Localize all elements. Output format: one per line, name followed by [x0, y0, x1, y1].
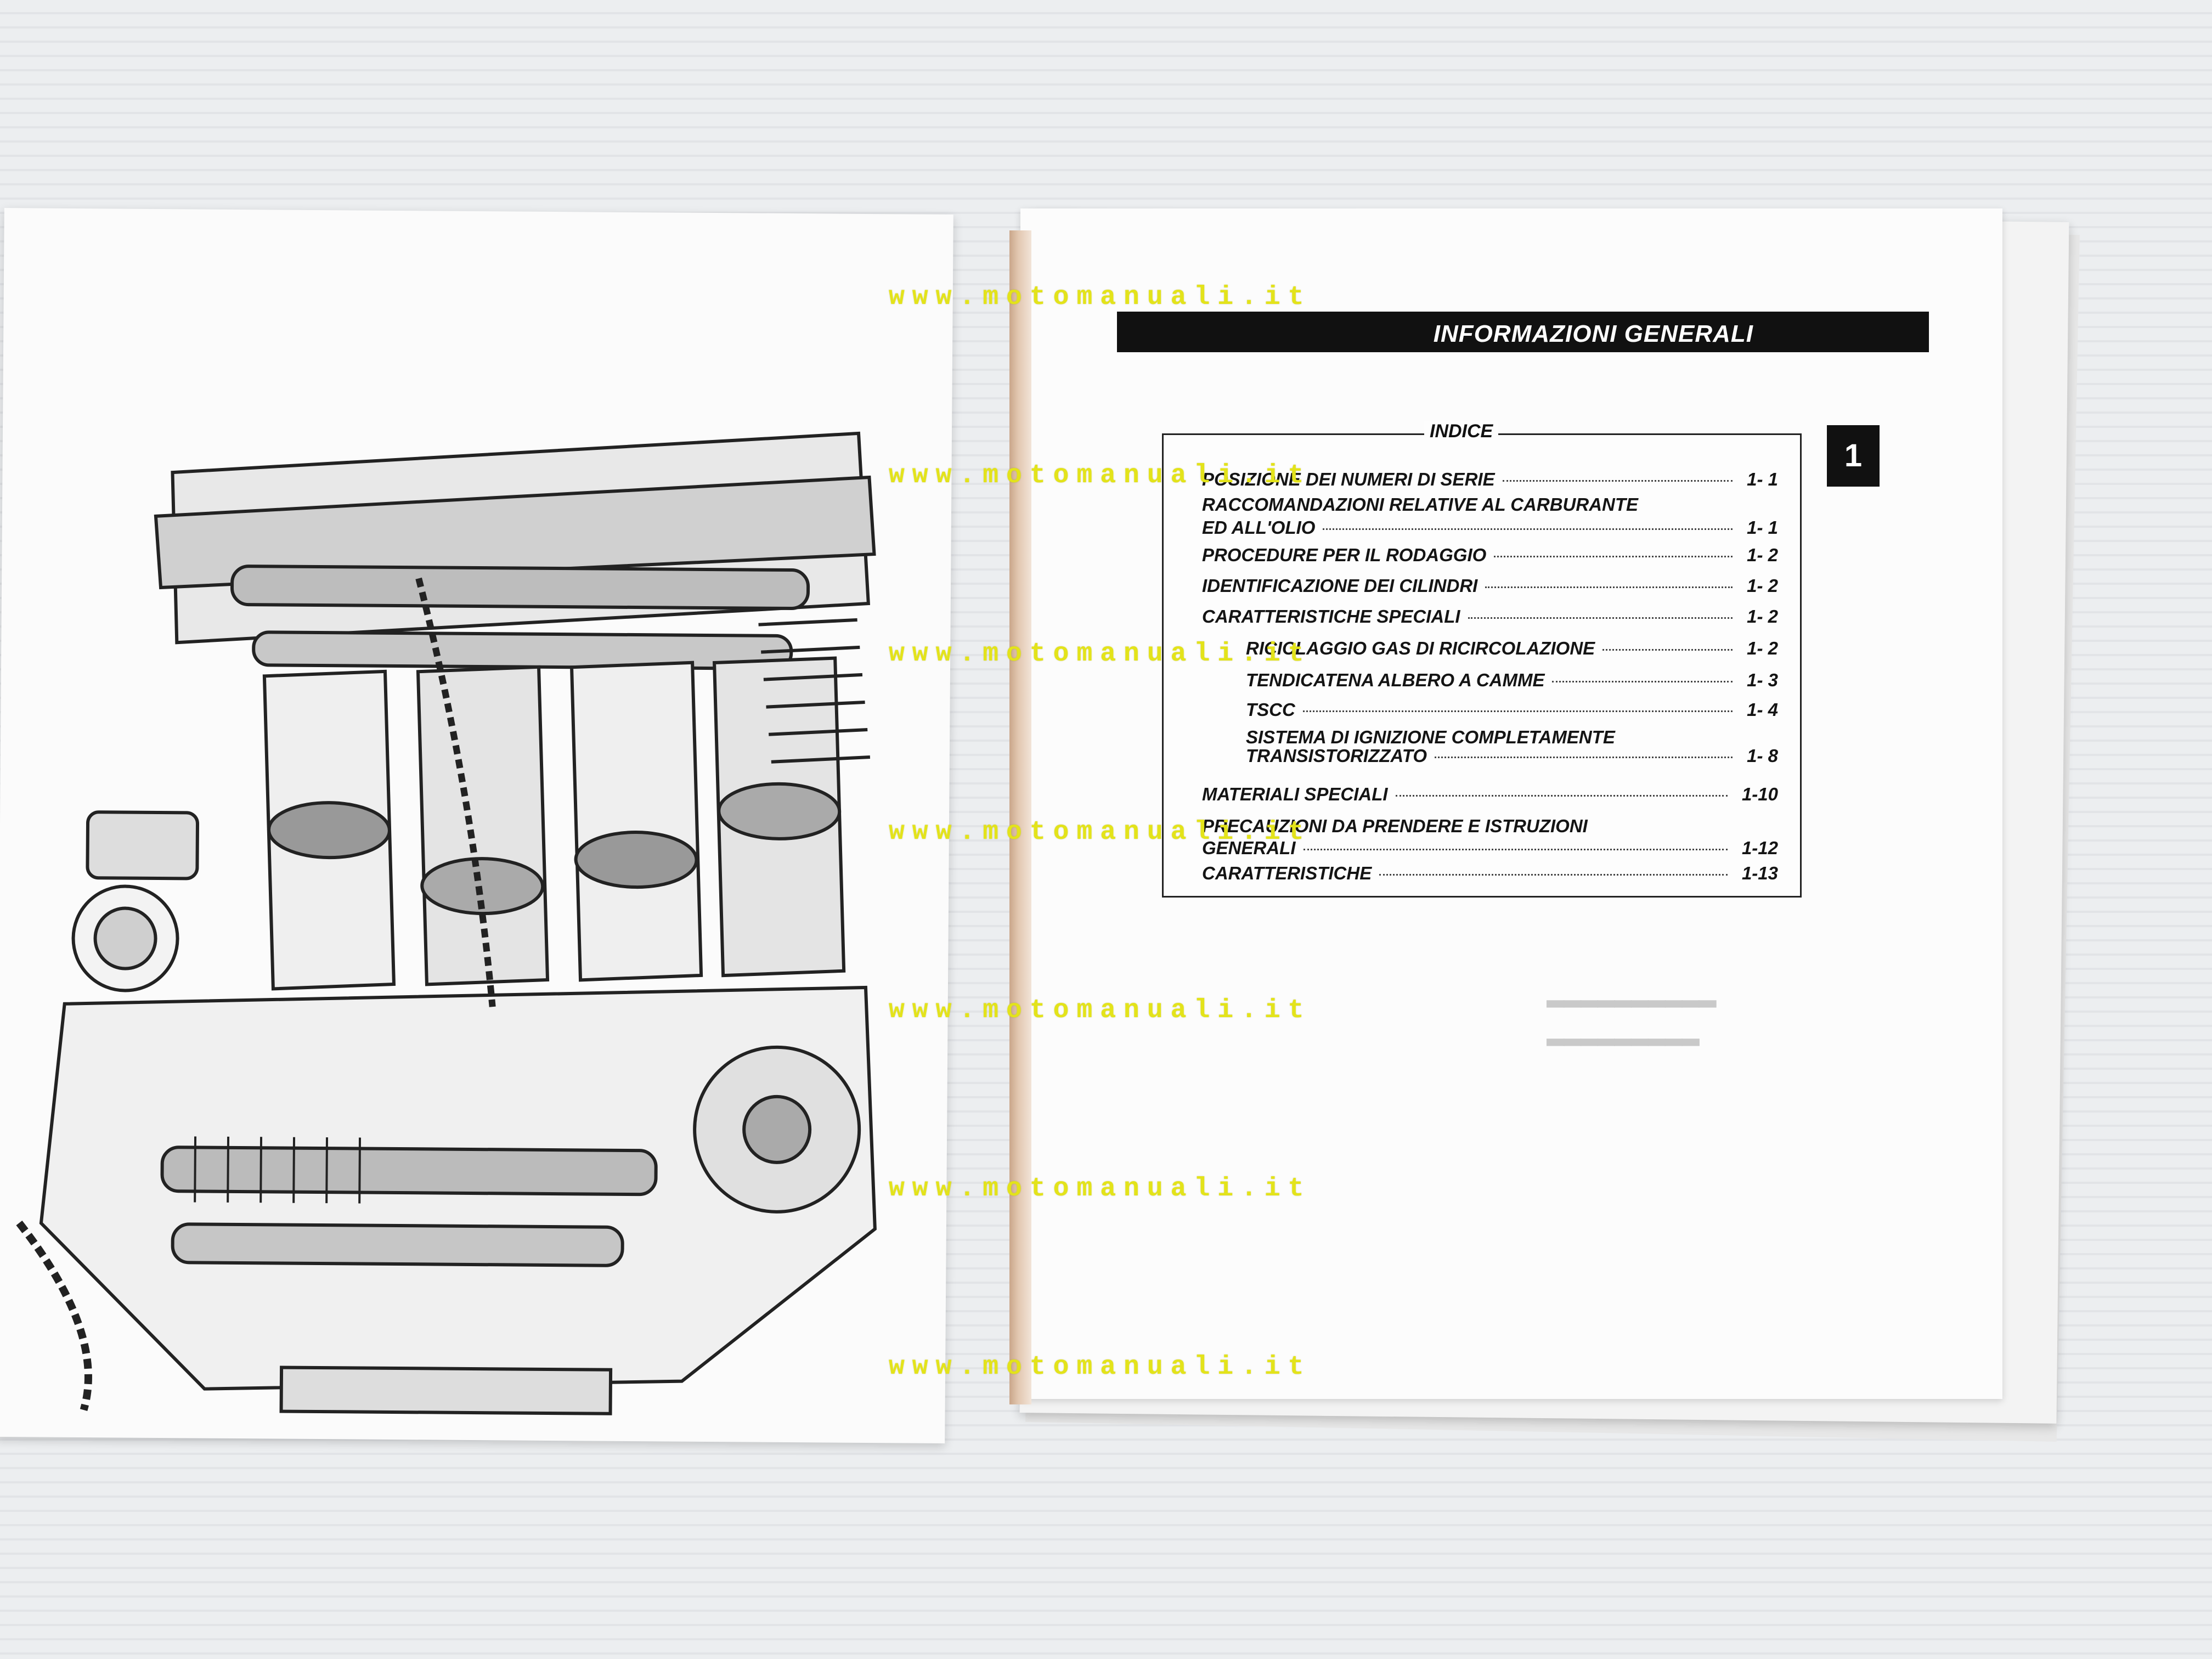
toc-entry-label: POSIZIONE DEI NUMERI DI SERIE [1202, 469, 1495, 489]
watermark: www.motomanuali.it [889, 996, 1312, 1025]
section-header-title: INFORMAZIONI GENERALI [1433, 320, 1753, 347]
toc-leader-dots [1435, 756, 1733, 758]
toc-entry: PRECAUZIONI DA PRENDERE E ISTRUZIONI [1202, 816, 1778, 837]
toc-leader-dots [1602, 648, 1733, 651]
toc-entry: RICICLAGGIO GAS DI RICIRCOLAZIONE 1- 2 [1246, 638, 1778, 659]
toc-entry: ED ALL'OLIO 1- 1 [1202, 517, 1778, 538]
toc-entry-label: PROCEDURE PER IL RODAGGIO [1202, 545, 1487, 565]
toc-entry: CARATTERISTICHE 1-13 [1202, 863, 1778, 884]
toc-entry-label: TRANSISTORIZZATO [1246, 746, 1427, 766]
torn-binding-edge [1009, 230, 1031, 1404]
toc-entry-page: 1- 2 [1747, 638, 1778, 658]
toc-entry-label: TSCC [1246, 699, 1295, 720]
toc-entry-page: 1- 4 [1747, 699, 1778, 720]
toc-entry-label: RACCOMANDAZIONI RELATIVE AL CARBURANTE [1202, 494, 1639, 515]
toc-entry-label: SISTEMA DI IGNIZIONE COMPLETAMENTE [1246, 727, 1615, 747]
watermark: www.motomanuali.it [889, 817, 1312, 847]
toc-title: INDICE [1424, 421, 1499, 442]
toc-leader-dots [1494, 555, 1733, 557]
toc-entry-label: PRECAUZIONI DA PRENDERE E ISTRUZIONI [1202, 816, 1588, 836]
toc-entry-label: CARATTERISTICHE [1202, 863, 1372, 883]
watermark: www.motomanuali.it [889, 1352, 1312, 1382]
toc-leader-dots [1485, 586, 1733, 588]
toc-entry-label: GENERALI [1202, 838, 1296, 858]
toc-entry: TSCC 1- 4 [1246, 699, 1778, 720]
toc-leader-dots [1303, 848, 1728, 850]
toc-entry-page: 1- 2 [1747, 575, 1778, 596]
toc-entry-page: 1- 3 [1747, 670, 1778, 690]
toc-entry: SISTEMA DI IGNIZIONE COMPLETAMENTE [1246, 727, 1778, 748]
toc-entry-page: 1- 1 [1747, 517, 1778, 538]
toc-entry-label: MATERIALI SPECIALI [1202, 784, 1388, 804]
watermark: www.motomanuali.it [889, 461, 1312, 490]
toc-entry: GENERALI 1-12 [1202, 838, 1778, 859]
toc-entry-page: 1-12 [1741, 838, 1778, 858]
watermark: www.motomanuali.it [889, 639, 1312, 669]
toc-leader-dots [1323, 528, 1733, 530]
left-page [0, 207, 953, 1444]
toc-entry-label: TENDICATENA ALBERO A CAMME [1246, 670, 1545, 690]
engine-cutaway-illustration [16, 431, 877, 1415]
toc-leader-dots [1502, 479, 1733, 482]
toc-entry: TENDICATENA ALBERO A CAMME 1- 3 [1246, 670, 1778, 691]
toc-entry-page: 1- 8 [1747, 746, 1778, 766]
watermark: www.motomanuali.it [889, 1174, 1312, 1204]
toc-entry-page: 1-10 [1741, 784, 1778, 804]
toc-entry: RACCOMANDAZIONI RELATIVE AL CARBURANTE [1202, 494, 1778, 515]
toc-entry: MATERIALI SPECIALI 1-10 [1202, 784, 1778, 805]
section-number-badge: 1 [1827, 425, 1880, 487]
toc-entry: CARATTERISTICHE SPECIALI 1- 2 [1202, 606, 1778, 627]
toc-entry: TRANSISTORIZZATO 1- 8 [1246, 746, 1778, 766]
toc-entry: IDENTIFICAZIONE DEI CILINDRI 1- 2 [1202, 575, 1778, 596]
section-header-bar: INFORMAZIONI GENERALI [1117, 312, 1929, 352]
toc-leader-dots [1302, 710, 1733, 712]
bleed-through-text: ▂▂▂▂▂▂▂▂▂ [1547, 1021, 1699, 1045]
bleed-through-text: ▂▂▂▂▂▂▂▂▂▂ [1547, 983, 1716, 1007]
toc-entry-page: 1- 1 [1747, 469, 1778, 489]
toc-leader-dots [1468, 617, 1733, 619]
toc-leader-dots [1395, 794, 1728, 797]
toc-entry: PROCEDURE PER IL RODAGGIO 1- 2 [1202, 545, 1778, 566]
table-of-contents: INDICE POSIZIONE DEI NUMERI DI SERIE 1- 1… [1162, 421, 1802, 898]
toc-entry-label: ED ALL'OLIO [1202, 517, 1316, 538]
toc-entry-page: 1- 2 [1747, 606, 1778, 627]
toc-entry-page: 1-13 [1741, 863, 1778, 883]
toc-entry-page: 1- 2 [1747, 545, 1778, 565]
watermark: www.motomanuali.it [889, 283, 1312, 312]
toc-leader-dots [1379, 873, 1728, 876]
toc-leader-dots [1552, 680, 1733, 682]
toc-entry-label: IDENTIFICAZIONE DEI CILINDRI [1202, 575, 1478, 596]
toc-entry-label: RICICLAGGIO GAS DI RICIRCOLAZIONE [1246, 638, 1595, 658]
toc-entry-label: CARATTERISTICHE SPECIALI [1202, 606, 1460, 627]
toc-entry: POSIZIONE DEI NUMERI DI SERIE 1- 1 [1202, 469, 1778, 490]
